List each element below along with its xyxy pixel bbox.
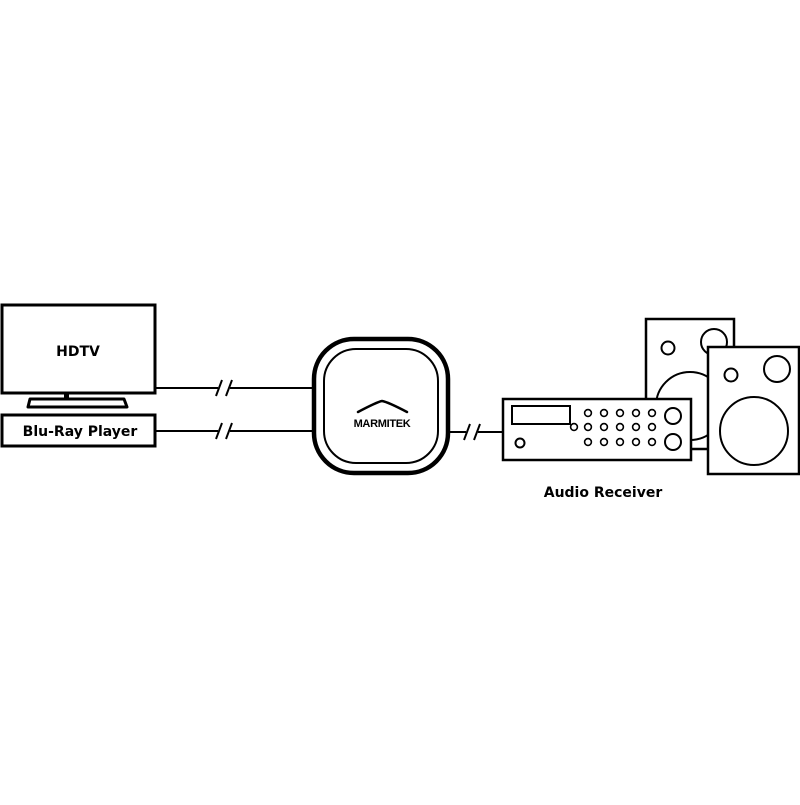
receiver-button-icon xyxy=(631,408,641,418)
cable-break-icon xyxy=(463,423,481,441)
audio-receiver-icon xyxy=(501,397,693,462)
receiver-button-icon xyxy=(647,437,657,447)
cable-player-to-converter xyxy=(155,422,316,440)
receiver-button-icon xyxy=(599,422,609,432)
cable-converter-to-receiver xyxy=(448,423,503,441)
receiver-button-icon xyxy=(583,408,593,418)
receiver-button-icon xyxy=(583,437,593,447)
tv-label: HDTV xyxy=(56,344,100,360)
receiver-button-icon xyxy=(615,422,625,432)
receiver-button-icon xyxy=(615,408,625,418)
converter-device-icon xyxy=(311,336,451,476)
receiver-button-icon xyxy=(583,422,593,432)
converter-logo: MARMITEK xyxy=(354,418,411,430)
tv-icon xyxy=(0,303,157,409)
receiver-label: Audio Receiver xyxy=(544,485,663,501)
receiver-button-icon xyxy=(599,408,609,418)
cable-break-icon xyxy=(215,379,233,397)
receiver-button-icon xyxy=(569,422,579,432)
speaker-icon xyxy=(706,345,800,476)
receiver-button-icon xyxy=(631,422,641,432)
receiver-button-icon xyxy=(631,437,641,447)
receiver-button-icon xyxy=(647,408,657,418)
receiver-button-icon xyxy=(647,422,657,432)
receiver-button-icon xyxy=(615,437,625,447)
cable-break-icon xyxy=(215,422,233,440)
cable-tv-to-converter xyxy=(155,379,316,397)
receiver-button-icon xyxy=(599,437,609,447)
receiver-buttons xyxy=(569,408,657,447)
player-label: Blu-Ray Player xyxy=(23,424,138,440)
